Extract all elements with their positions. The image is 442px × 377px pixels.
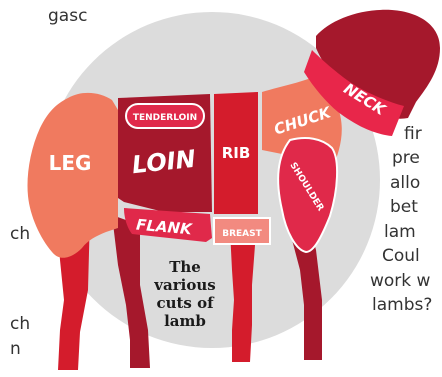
- label-breast: BREAST: [222, 229, 262, 239]
- caption-line-1: The: [169, 258, 201, 276]
- caption-line-4: lamb: [164, 312, 206, 330]
- label-rib: RIB: [222, 144, 251, 162]
- caption-line-2: various: [153, 276, 215, 294]
- caption-line-3: cuts of: [156, 294, 215, 312]
- label-leg: LEG: [49, 151, 92, 175]
- label-tenderloin: TENDERLOIN: [133, 113, 197, 123]
